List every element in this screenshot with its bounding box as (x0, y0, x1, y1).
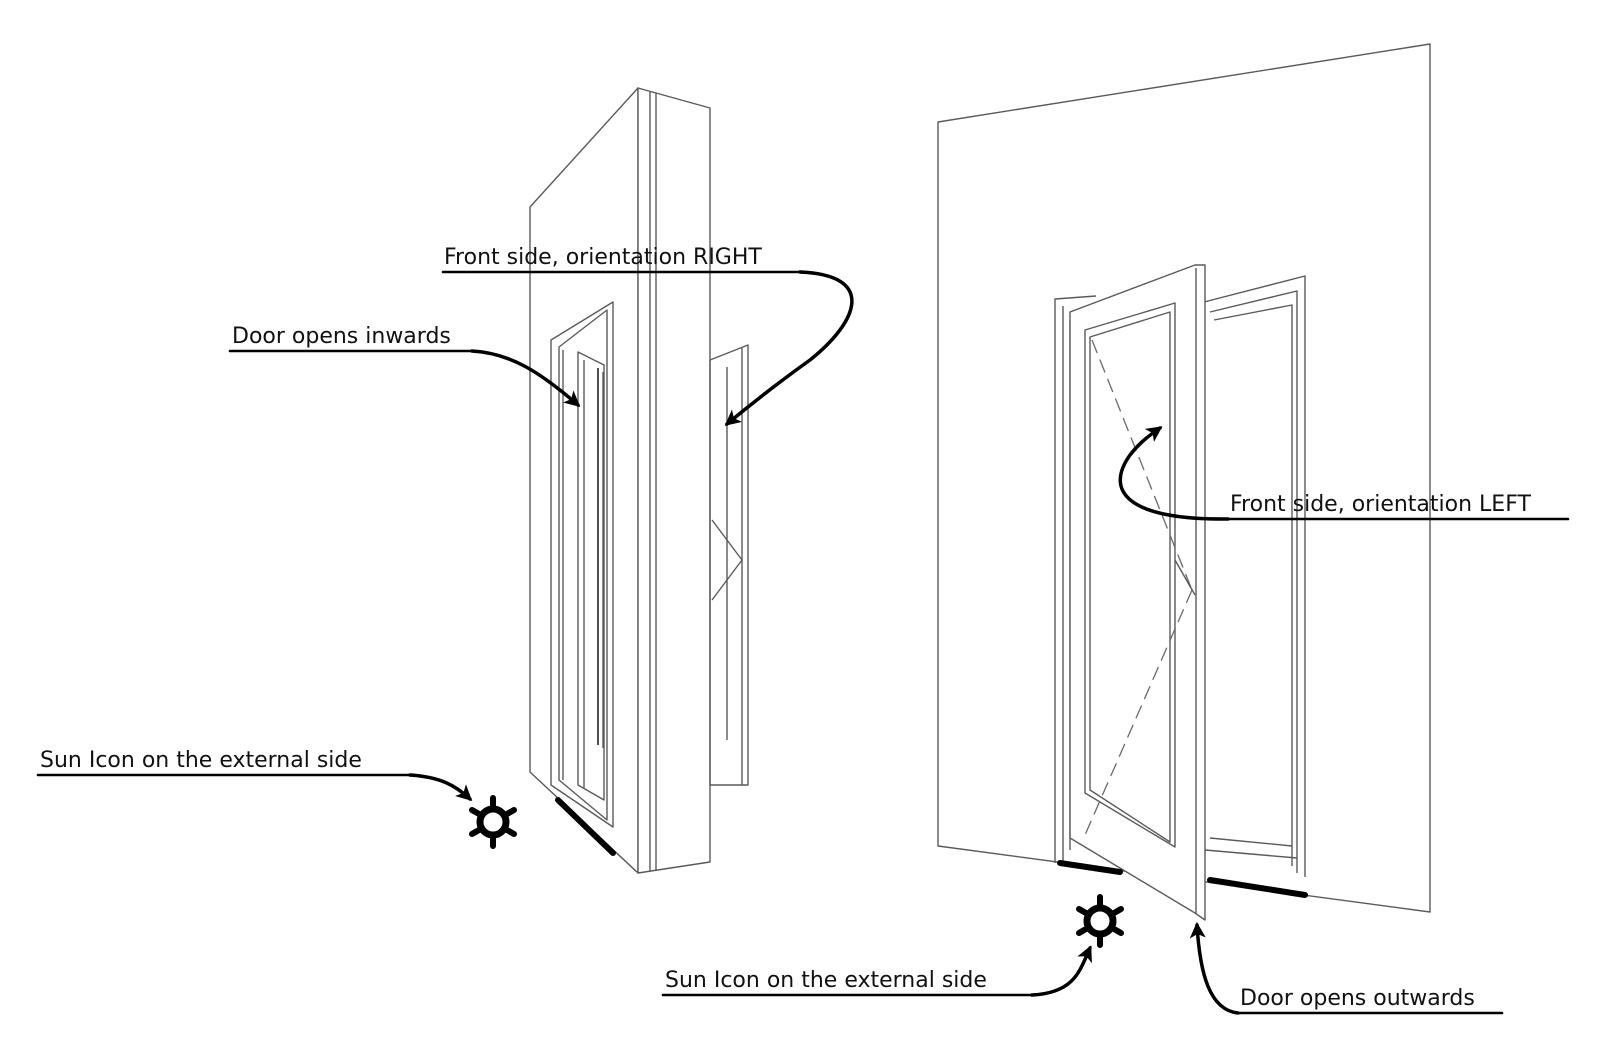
sun-icon-right-label: Sun Icon on the external side (665, 968, 987, 993)
right-threshold-mark-1 (1057, 860, 1123, 875)
right-threshold-mark-2 (1207, 877, 1308, 898)
left-threshold-mark (555, 797, 616, 856)
left-door-drawing (529, 87, 749, 874)
front-side-right-label: Front side, orientation RIGHT (444, 245, 762, 270)
door-opens-outwards-label: Door opens outwards (1240, 986, 1475, 1011)
door-opens-inwards-label: Door opens inwards (232, 324, 451, 349)
sun-icon-left-label: Sun Icon on the external side (40, 748, 362, 773)
sun-icon (1076, 894, 1124, 948)
right-door-drawing (937, 43, 1431, 921)
front-side-left-label: Front side, orientation LEFT (1230, 492, 1531, 517)
sun-icon (469, 795, 517, 849)
